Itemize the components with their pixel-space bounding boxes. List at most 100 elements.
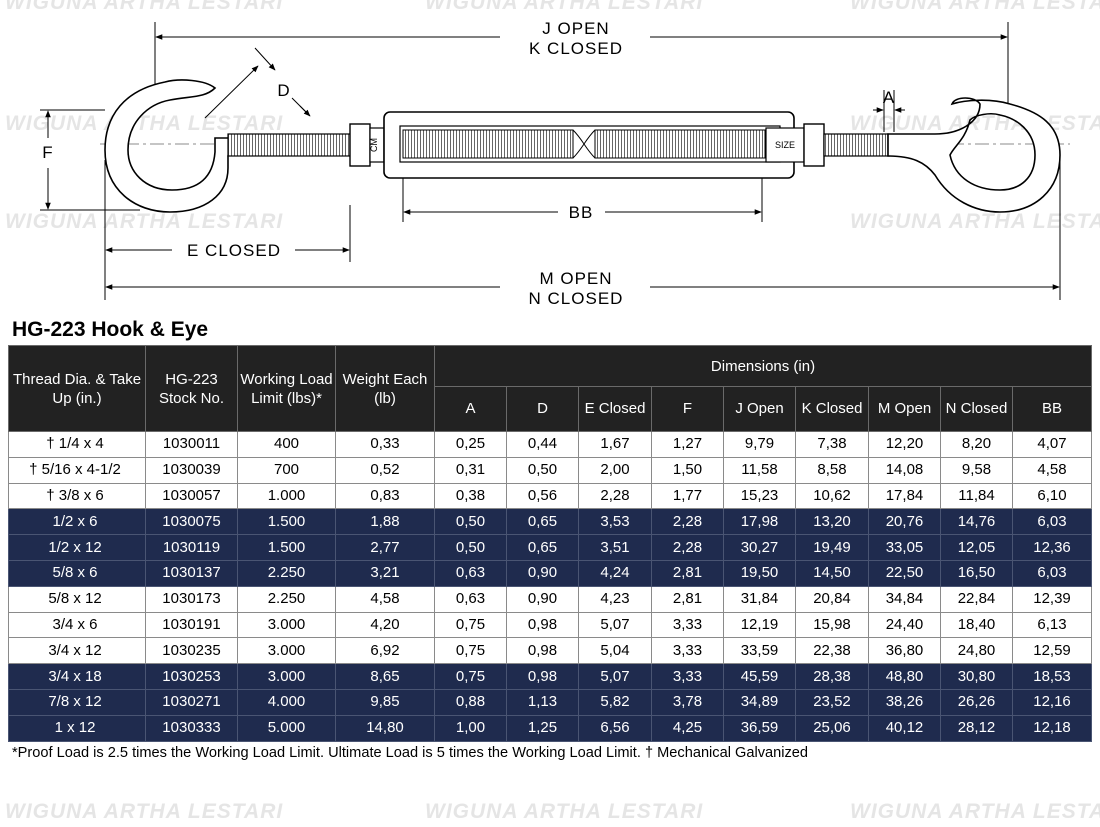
header-wll: Working Load Limit (lbs)*	[237, 345, 336, 432]
cell-a: 0,25	[434, 431, 507, 458]
cell-n: 14,76	[940, 508, 1013, 536]
cell-a: 1,00	[434, 714, 507, 742]
cell-f: 2,28	[651, 534, 724, 561]
cell-d: 0,56	[506, 482, 579, 510]
cell-e: 5,82	[578, 688, 652, 716]
cell-j: 31,84	[723, 585, 796, 613]
watermark: WIGUNA ARTHA LESTARI	[850, 0, 1100, 14]
cell-d: 0,44	[506, 431, 579, 458]
label-f: F	[42, 143, 53, 162]
cell-stock: 1030057	[145, 482, 238, 510]
cell-n: 11,84	[940, 482, 1013, 510]
cell-weight: 6,92	[335, 637, 435, 665]
cell-a: 0,31	[434, 456, 507, 484]
cell-weight: 8,65	[335, 663, 435, 690]
cell-k: 22,38	[795, 637, 869, 665]
cell-f: 1,50	[651, 456, 724, 484]
cell-thread: † 1/4 x 4	[8, 431, 146, 458]
cell-e: 6,56	[578, 714, 652, 742]
cell-a: 0,75	[434, 637, 507, 665]
cell-f: 3,33	[651, 663, 724, 690]
cell-bb: 6,10	[1011, 482, 1093, 510]
cell-m: 17,84	[868, 482, 941, 510]
header-dim: A	[434, 386, 507, 432]
cell-thread: 5/8 x 6	[8, 559, 146, 587]
header-dim: N Closed	[940, 386, 1013, 432]
cell-wll: 3.000	[237, 611, 336, 639]
cell-a: 0,38	[434, 482, 507, 510]
cell-thread: 3/4 x 6	[8, 611, 146, 639]
cell-d: 1,25	[506, 714, 579, 742]
cell-bb: 12,59	[1011, 637, 1093, 665]
cell-stock: 1030075	[145, 508, 238, 536]
cell-thread: † 3/8 x 6	[8, 482, 146, 510]
cell-n: 30,80	[940, 663, 1013, 690]
cell-weight: 9,85	[335, 688, 435, 716]
cell-m: 40,12	[868, 714, 941, 742]
cell-thread: 7/8 x 12	[8, 688, 146, 716]
cell-f: 1,27	[651, 431, 724, 458]
cell-e: 5,07	[578, 663, 652, 690]
cell-n: 18,40	[940, 611, 1013, 639]
label-a: A	[883, 88, 895, 107]
cell-d: 0,50	[506, 456, 579, 484]
cell-m: 14,08	[868, 456, 941, 484]
header-dim: D	[506, 386, 579, 432]
cell-wll: 700	[237, 456, 336, 484]
cell-n: 12,05	[940, 534, 1013, 561]
cell-wll: 1.500	[237, 534, 336, 561]
header-dim: F	[651, 386, 724, 432]
cell-a: 0,63	[434, 559, 507, 587]
cell-j: 12,19	[723, 611, 796, 639]
cell-d: 0,65	[506, 534, 579, 561]
watermark: WIGUNA ARTHA LESTARI	[425, 0, 704, 14]
cell-j: 36,59	[723, 714, 796, 742]
cell-thread: 3/4 x 12	[8, 637, 146, 665]
cell-k: 13,20	[795, 508, 869, 536]
cell-f: 2,81	[651, 559, 724, 587]
turnbuckle-diagram: CM SIZE J OPEN K CLOSED D A F BB E CLOSE…	[40, 19, 1070, 308]
cell-weight: 1,88	[335, 508, 435, 536]
cell-stock: 1030173	[145, 585, 238, 613]
cell-stock: 1030137	[145, 559, 238, 587]
header-dim: J Open	[723, 386, 796, 432]
cell-wll: 2.250	[237, 585, 336, 613]
cell-weight: 4,58	[335, 585, 435, 613]
cell-n: 26,26	[940, 688, 1013, 716]
cell-k: 8,58	[795, 456, 869, 484]
cell-bb: 6,03	[1011, 508, 1093, 536]
cell-weight: 0,33	[335, 431, 435, 458]
header-dim: M Open	[868, 386, 941, 432]
cell-n: 9,58	[940, 456, 1013, 484]
cell-e: 4,23	[578, 585, 652, 613]
cell-thread: 1/2 x 6	[8, 508, 146, 536]
cell-bb: 6,03	[1011, 559, 1093, 587]
cell-thread: 1 x 12	[8, 714, 146, 742]
cell-a: 0,50	[434, 534, 507, 561]
cell-d: 1,13	[506, 688, 579, 716]
cell-m: 12,20	[868, 431, 941, 458]
cell-weight: 4,20	[335, 611, 435, 639]
cell-m: 20,76	[868, 508, 941, 536]
cell-k: 7,38	[795, 431, 869, 458]
cell-wll: 3.000	[237, 637, 336, 665]
cell-m: 34,84	[868, 585, 941, 613]
cell-wll: 400	[237, 431, 336, 458]
cell-stock: 1030119	[145, 534, 238, 561]
cell-j: 34,89	[723, 688, 796, 716]
watermark: WIGUNA ARTHA LESTARI	[850, 800, 1100, 823]
cell-n: 24,80	[940, 637, 1013, 665]
cell-d: 0,90	[506, 559, 579, 587]
cell-thread: † 5/16 x 4-1/2	[8, 456, 146, 484]
cell-d: 0,90	[506, 585, 579, 613]
cell-k: 14,50	[795, 559, 869, 587]
cell-f: 3,33	[651, 637, 724, 665]
watermark: WIGUNA ARTHA LESTARI	[5, 210, 284, 233]
watermark: WIGUNA ARTHA LESTARI	[5, 112, 284, 135]
cell-n: 28,12	[940, 714, 1013, 742]
